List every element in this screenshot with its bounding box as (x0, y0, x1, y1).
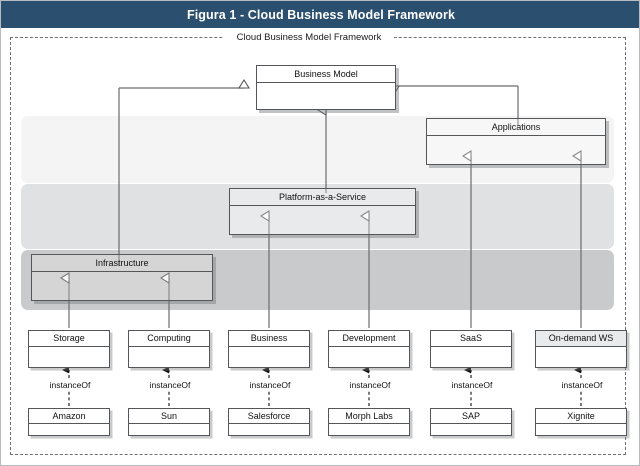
object-xignite-body (536, 424, 626, 435)
object-amazon[interactable]: Amazon (28, 408, 110, 436)
class-platform-title: Platform-as-a-Service (230, 189, 415, 206)
class-business-model-title: Business Model (257, 66, 395, 83)
instanceof-label-sap: instanceOf (443, 380, 501, 390)
class-infrastructure-title: Infrastructure (32, 255, 212, 272)
object-morph-labs[interactable]: Morph Labs (328, 408, 410, 436)
instanceof-label-amazon: instanceOf (41, 380, 99, 390)
class-applications-title: Applications (427, 119, 605, 136)
class-business-model[interactable]: Business Model (256, 65, 396, 110)
instanceof-label-sun: instanceOf (141, 380, 199, 390)
layer-band-applications (21, 116, 614, 183)
class-business-body (229, 347, 309, 367)
class-computing[interactable]: Computing (128, 330, 210, 368)
object-salesforce-title: Salesforce (229, 409, 309, 424)
class-computing-title: Computing (129, 331, 209, 347)
class-development-title: Development (329, 331, 409, 347)
class-platform-as-a-service[interactable]: Platform-as-a-Service (229, 188, 416, 235)
class-infrastructure[interactable]: Infrastructure (31, 254, 213, 301)
class-storage-body (29, 347, 109, 367)
layer-band-platform (21, 184, 614, 249)
class-development[interactable]: Development (328, 330, 410, 368)
class-applications-body (427, 136, 605, 164)
class-on-demand-ws-title: On-demand WS (536, 331, 626, 347)
object-sap-title: SAP (431, 409, 511, 424)
frame-label-backdrop (224, 30, 394, 46)
class-on-demand-ws-body (536, 347, 626, 367)
diagram-canvas: Cloud Business Model Framework (1, 28, 639, 465)
object-salesforce[interactable]: Salesforce (228, 408, 310, 436)
object-amazon-title: Amazon (29, 409, 109, 424)
class-platform-body (230, 206, 415, 234)
object-sun[interactable]: Sun (128, 408, 210, 436)
object-xignite-title: Xignite (536, 409, 626, 424)
class-business[interactable]: Business (228, 330, 310, 368)
relationship-connectors (1, 28, 582, 406)
object-xignite[interactable]: Xignite (535, 408, 627, 436)
object-sap[interactable]: SAP (430, 408, 512, 436)
object-salesforce-body (229, 424, 309, 435)
instanceof-label-morph-labs: instanceOf (341, 380, 399, 390)
class-saas-title: SaaS (431, 331, 511, 347)
figure-title-bar: Figura 1 - Cloud Business Model Framewor… (1, 1, 639, 28)
class-storage[interactable]: Storage (28, 330, 110, 368)
object-amazon-body (29, 424, 109, 435)
object-morph-labs-title: Morph Labs (329, 409, 409, 424)
class-saas-body (431, 347, 511, 367)
class-business-model-body (257, 83, 395, 109)
class-computing-body (129, 347, 209, 367)
class-development-body (329, 347, 409, 367)
object-sun-title: Sun (129, 409, 209, 424)
instanceof-label-xignite: instanceOf (553, 380, 611, 390)
class-applications[interactable]: Applications (426, 118, 606, 165)
figure-caption: Figura 1 - Cloud Business Model Framewor… (186, 7, 456, 22)
class-business-title: Business (229, 331, 309, 347)
class-on-demand-ws[interactable]: On-demand WS (535, 330, 627, 368)
class-storage-title: Storage (29, 331, 109, 347)
object-morph-labs-body (329, 424, 409, 435)
instanceof-label-salesforce: instanceOf (241, 380, 299, 390)
class-infrastructure-body (32, 272, 212, 300)
object-sun-body (129, 424, 209, 435)
object-sap-body (431, 424, 511, 435)
class-saas[interactable]: SaaS (430, 330, 512, 368)
package-frame-label: Cloud Business Model Framework (236, 32, 382, 43)
